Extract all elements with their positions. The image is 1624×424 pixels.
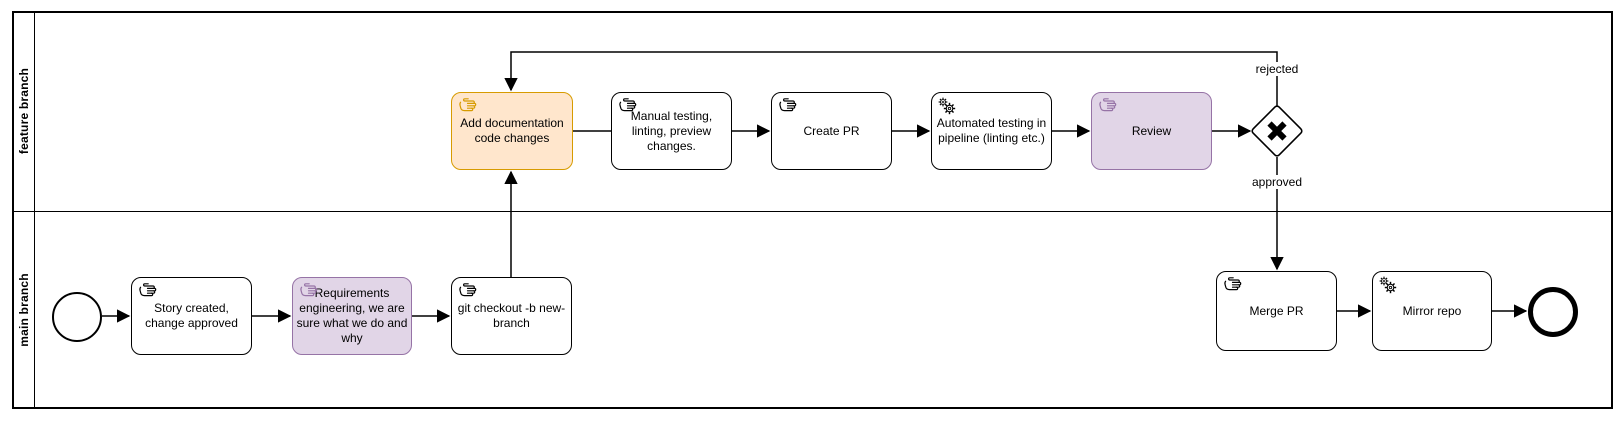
task-label: Story created, change approved [145, 301, 238, 330]
task-create-pr: Create PR [771, 92, 892, 170]
manual-task-hand-icon [458, 97, 478, 112]
task-label: Requirements engineering, we are sure wh… [296, 286, 408, 345]
task-label: Automated testing in pipeline (linting e… [936, 116, 1047, 145]
lane-divider [12, 211, 1613, 212]
manual-task-hand-icon [1098, 97, 1118, 112]
service-task-gear-icon [938, 97, 956, 115]
process-pool [12, 11, 1613, 409]
manual-task-hand-icon [778, 97, 798, 112]
task-story-created: Story created, change approved [131, 277, 252, 355]
task-requirements-engineering: Requirements engineering, we are sure wh… [292, 277, 412, 355]
task-label: Merge PR [1249, 303, 1304, 318]
manual-task-hand-icon [618, 97, 638, 112]
gateway-x-marker [1267, 121, 1287, 141]
task-add-documentation: Add documentation code changes [451, 92, 573, 170]
task-label: Create PR [803, 123, 860, 138]
edge-label-approved: approved [1248, 175, 1306, 189]
task-label: Manual testing, linting, preview changes… [630, 108, 713, 153]
task-git-checkout: git checkout -b new-branch [451, 277, 572, 355]
edge-label-rejected: rejected [1252, 62, 1302, 76]
lane-label-feature-branch: feature branch [17, 67, 31, 155]
task-review: Review [1091, 92, 1212, 170]
task-label: Add documentation code changes [460, 116, 564, 145]
service-task-gear-icon [1379, 276, 1397, 294]
task-label: Review [1131, 123, 1172, 138]
end-event [1528, 287, 1578, 337]
manual-task-hand-icon [1223, 276, 1243, 291]
manual-task-hand-icon [458, 282, 478, 297]
lane-label-main-branch: main branch [17, 273, 31, 347]
lane-label-divider [34, 11, 35, 409]
exclusive-gateway [1251, 105, 1303, 157]
task-manual-testing: Manual testing, linting, preview changes… [611, 92, 732, 170]
task-label: Mirror repo [1402, 303, 1462, 318]
manual-task-hand-icon [138, 282, 158, 297]
task-automated-testing: Automated testing in pipeline (linting e… [931, 92, 1052, 170]
task-mirror-repo: Mirror repo [1372, 271, 1492, 351]
start-event [52, 292, 102, 342]
task-merge-pr: Merge PR [1216, 271, 1337, 351]
task-label: git checkout -b new-branch [457, 301, 566, 330]
manual-task-hand-icon [299, 282, 319, 297]
